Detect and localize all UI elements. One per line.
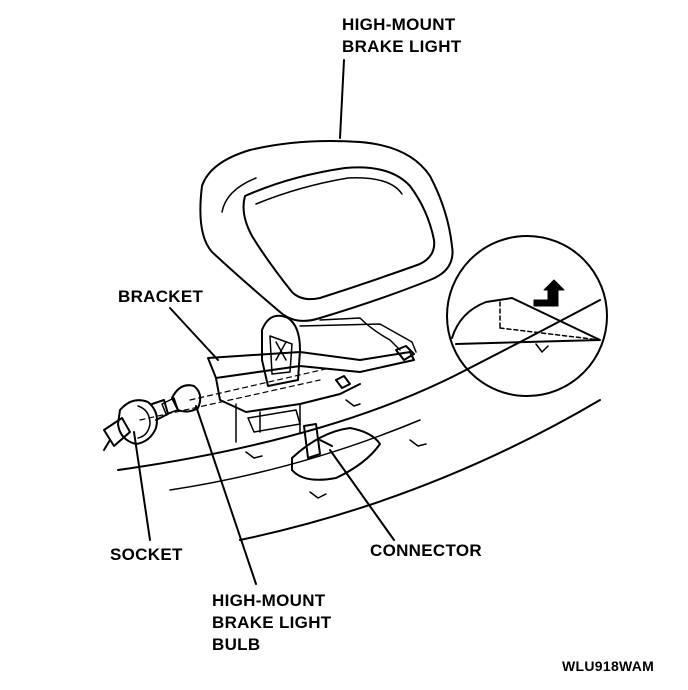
- socket-label-text: SOCKET: [110, 545, 183, 564]
- bulb-label-line-3: BULB: [212, 635, 261, 654]
- guide-lines: [139, 367, 331, 421]
- figure-code: WLU918WAM: [562, 658, 654, 674]
- bracket-assembly: [207, 314, 417, 443]
- shelf-panel-edge: [117, 299, 601, 471]
- connector-pad: [291, 423, 381, 481]
- bulb: [161, 384, 202, 415]
- detail-inset: [446, 235, 608, 397]
- figure-code-text: WLU918WAM: [562, 658, 655, 674]
- socket: [103, 399, 169, 451]
- up-arrow-icon: [533, 279, 565, 307]
- brake-light-housing: [199, 140, 454, 322]
- bulb-label-line-1: HIGH-MOUNT: [212, 591, 326, 610]
- brake-light-label-line-1: HIGH-MOUNT: [342, 15, 456, 34]
- bulb-label-line-2: BRAKE LIGHT: [212, 613, 332, 632]
- socket-label: SOCKET: [110, 544, 183, 566]
- bulb-label: HIGH-MOUNT BRAKE LIGHT BULB: [212, 590, 331, 656]
- connector-label-text: CONNECTOR: [370, 541, 482, 560]
- clip-marks: [245, 399, 427, 499]
- leader-lines: [133, 59, 395, 585]
- shelf-panel-inner-edge: [169, 419, 421, 491]
- bracket-label: BRACKET: [118, 286, 203, 308]
- connector-label: CONNECTOR: [370, 540, 482, 562]
- bracket-label-text: BRACKET: [118, 287, 204, 306]
- brake-light-label-line-2: BRAKE LIGHT: [342, 37, 462, 56]
- brake-light-label: HIGH-MOUNT BRAKE LIGHT: [342, 14, 461, 58]
- shelf-panel-lower-edge: [239, 399, 601, 541]
